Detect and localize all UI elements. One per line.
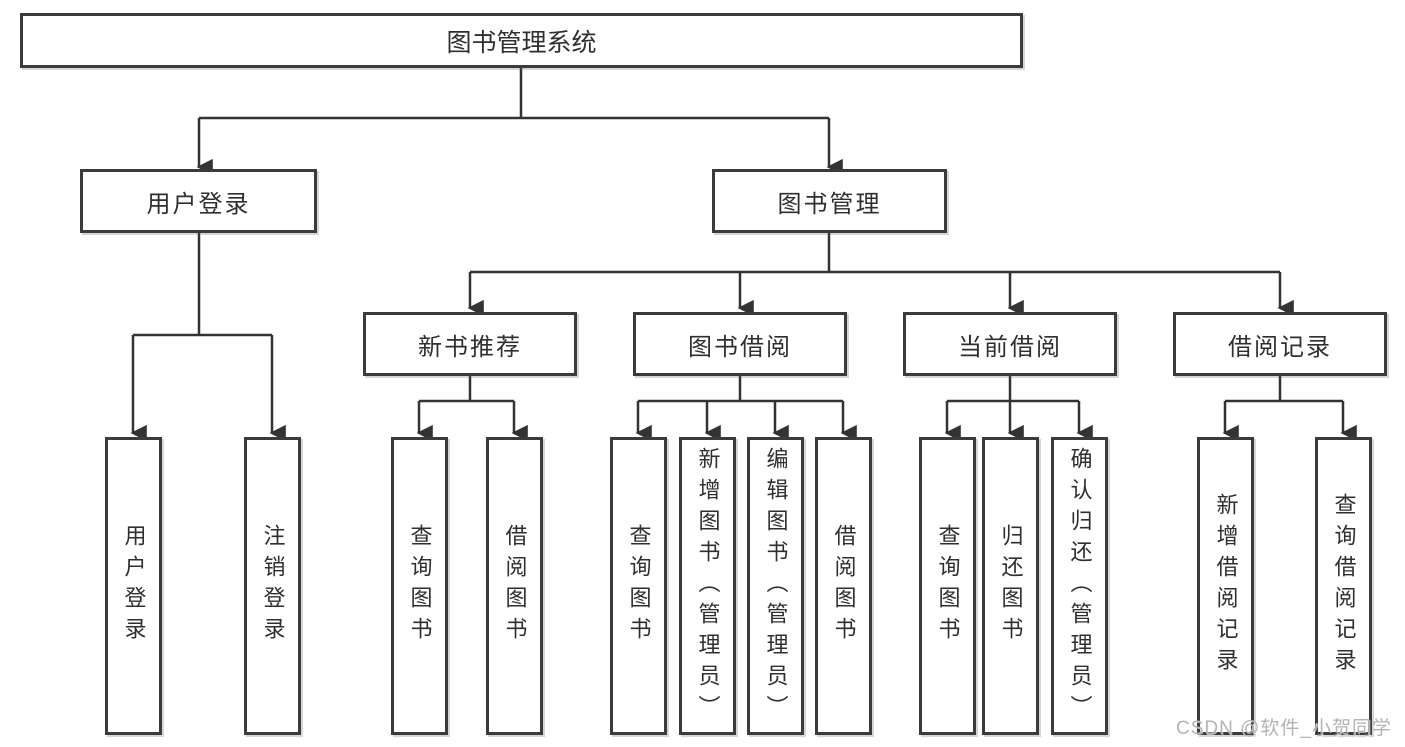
leaf-query-books-borrow: 查询图书 bbox=[610, 437, 667, 735]
node-borrow-records: 借阅记录 bbox=[1173, 312, 1387, 376]
node-current-borrow: 当前借阅 bbox=[903, 312, 1117, 376]
node-label: 归还图书 bbox=[998, 524, 1024, 648]
leaf-query-books-current: 查询图书 bbox=[919, 437, 976, 735]
node-label: 注销登录 bbox=[260, 524, 286, 648]
node-book-management: 图书管理 bbox=[712, 169, 947, 233]
leaf-query-borrow-record: 查询借阅记录 bbox=[1315, 437, 1372, 735]
node-label: 查询借阅记录 bbox=[1331, 493, 1357, 679]
node-label: 查询图书 bbox=[626, 524, 652, 648]
node-label: 新增图书（管理员） bbox=[695, 446, 721, 726]
leaf-user-login: 用户登录 bbox=[105, 437, 162, 735]
connector-new-book-branch bbox=[416, 376, 528, 442]
connector-book-borrow-branch bbox=[635, 376, 857, 442]
connector-borrow-records-branch bbox=[1222, 376, 1357, 442]
node-new-book-recommend: 新书推荐 bbox=[363, 312, 577, 376]
node-label: 编辑图书（管理员） bbox=[763, 446, 789, 726]
leaf-add-borrow-record: 新增借阅记录 bbox=[1197, 437, 1254, 735]
node-label: 新书推荐 bbox=[418, 333, 522, 361]
node-label: 借阅图书 bbox=[502, 524, 528, 648]
node-label: 新增借阅记录 bbox=[1213, 493, 1239, 679]
leaf-edit-books-admin: 编辑图书（管理员） bbox=[747, 437, 804, 735]
node-label: 借阅记录 bbox=[1228, 333, 1332, 361]
leaf-query-books-recommend: 查询图书 bbox=[391, 437, 448, 735]
node-book-borrow: 图书借阅 bbox=[633, 312, 847, 376]
watermark: CSDN @软件_小贺同学 bbox=[1176, 718, 1392, 739]
leaf-confirm-return-admin: 确认归还（管理员） bbox=[1051, 437, 1108, 735]
connector-user-login-branch bbox=[130, 233, 286, 442]
connector-book-management-branch bbox=[467, 233, 1294, 317]
node-label: 确认归还（管理员） bbox=[1067, 446, 1093, 726]
node-label: 图书借阅 bbox=[688, 333, 792, 361]
node-label: 当前借阅 bbox=[958, 333, 1062, 361]
node-label: 查询图书 bbox=[935, 524, 961, 648]
leaf-borrow-books: 借阅图书 bbox=[815, 437, 872, 735]
node-label: 图书管理系统 bbox=[446, 28, 597, 57]
node-label: 用户登录 bbox=[121, 524, 147, 648]
leaf-add-books-admin: 新增图书（管理员） bbox=[679, 437, 736, 735]
node-label: 图书管理 bbox=[777, 190, 882, 218]
node-label: 用户登录 bbox=[146, 190, 251, 218]
connector-root-to-level2 bbox=[196, 68, 843, 176]
leaf-logout: 注销登录 bbox=[244, 437, 301, 735]
node-label: 查询图书 bbox=[407, 524, 433, 648]
node-library-management-system: 图书管理系统 bbox=[20, 13, 1023, 68]
node-label: 借阅图书 bbox=[831, 524, 857, 648]
leaf-return-books: 归还图书 bbox=[982, 437, 1039, 735]
leaf-borrow-books-recommend: 借阅图书 bbox=[486, 437, 543, 735]
connector-current-borrow-branch bbox=[944, 376, 1093, 442]
node-user-login: 用户登录 bbox=[80, 169, 317, 233]
